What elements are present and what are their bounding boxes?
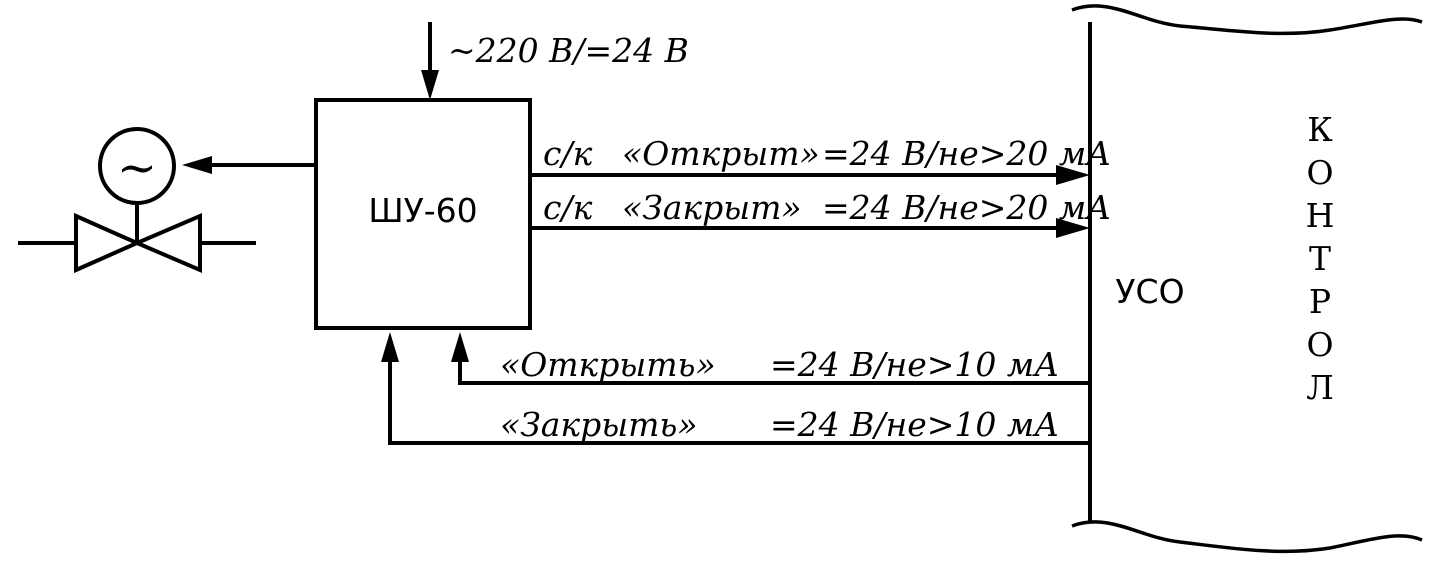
signal-closed-status-line	[530, 218, 1090, 238]
signal-open-status-rating: =24 В/не>20 мА	[822, 134, 1111, 173]
controller-panel-outline	[1071, 4, 1423, 554]
controller-box	[314, 98, 532, 330]
vertical-letter: О	[1306, 153, 1333, 192]
power-label: ~220 В/=24 В	[448, 31, 689, 70]
command-close-line	[381, 332, 1088, 445]
motor-drive-arrow	[182, 156, 316, 174]
command-close-rating: =24 В/не>10 мА	[770, 405, 1059, 444]
command-open-name: «Открыть»	[500, 345, 716, 384]
vertical-letter: Н	[1306, 196, 1335, 235]
power-input-arrow	[421, 22, 439, 100]
controller-label: ШУ-60	[368, 191, 477, 230]
motor-symbol: ~	[117, 140, 157, 196]
command-open-line	[451, 332, 1088, 385]
vertical-letter: К	[1307, 110, 1333, 149]
command-open-rating: =24 В/не>10 мА	[770, 345, 1059, 384]
command-close-name: «Закрыть»	[500, 405, 698, 444]
vertical-letter: Т	[1309, 239, 1331, 278]
uso-label: УСО	[1115, 272, 1184, 311]
signal-open-status-prefix: с/к	[543, 134, 593, 173]
vertical-letter: О	[1306, 325, 1333, 364]
signal-closed-status-name: «Закрыт»	[622, 188, 802, 227]
signal-closed-status-prefix: с/к	[543, 188, 593, 227]
controller-vertical-label: К О Н Т Р О Л	[1306, 110, 1335, 407]
signal-open-status-line	[530, 165, 1090, 185]
signal-open-status-name: «Открыт»	[622, 134, 820, 173]
valve-icon	[18, 212, 256, 274]
vertical-letter: Л	[1306, 368, 1334, 407]
vertical-letter: Р	[1309, 282, 1331, 321]
motor-icon: ~	[98, 127, 176, 243]
signal-closed-status-rating: =24 В/не>20 мА	[822, 188, 1111, 227]
